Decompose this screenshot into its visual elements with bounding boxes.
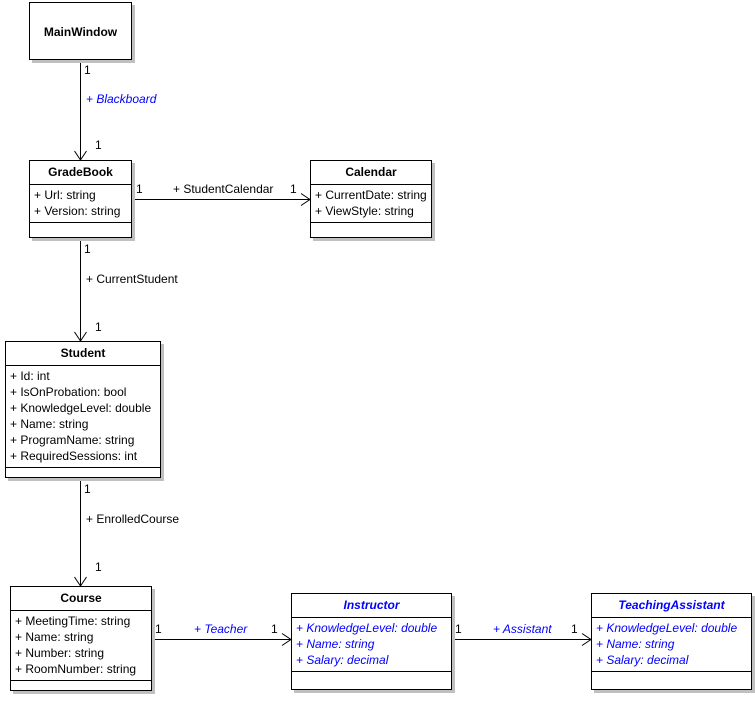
association-label-assistant: + Assistant — [493, 622, 552, 636]
class-name-calendar: Calendar — [311, 161, 431, 185]
class-box-mainwindow[interactable]: MainWindow — [29, 2, 132, 60]
attribute-row: + ProgramName: string — [10, 433, 135, 447]
multiplicity-target-gradebook-calendar: 1 — [290, 182, 297, 196]
multiplicity-source-gradebook-student: 1 — [84, 242, 91, 256]
class-box-teachingassistant[interactable]: TeachingAssistant + KnowledgeLevel: doub… — [591, 593, 752, 690]
attribute-row: + Name: string — [10, 417, 89, 431]
attribute-row: + RoomNumber: string — [15, 662, 137, 676]
multiplicity-target-mainwindow-gradebook: 1 — [95, 138, 102, 152]
class-name-course: Course — [11, 587, 151, 611]
multiplicity-target-gradebook-student: 1 — [95, 320, 102, 334]
attribute-row: + Salary: decimal — [596, 653, 689, 667]
class-attributes-calendar: + CurrentDate: string + ViewStyle: strin… — [311, 185, 431, 223]
class-operations-teachingassistant — [592, 672, 751, 694]
attribute-row: + Number: string — [15, 646, 105, 660]
class-box-gradebook[interactable]: GradeBook + Url: string + Version: strin… — [29, 160, 132, 238]
multiplicity-source-student-course: 1 — [84, 482, 91, 496]
class-box-course[interactable]: Course + MeetingTime: string + Name: str… — [10, 586, 152, 691]
class-box-calendar[interactable]: Calendar + CurrentDate: string + ViewSty… — [310, 160, 432, 238]
class-attributes-teachingassistant: + KnowledgeLevel: double + Name: string … — [592, 618, 751, 672]
multiplicity-source-gradebook-calendar: 1 — [136, 182, 143, 196]
class-operations-course — [11, 681, 151, 703]
attribute-row: + Name: string — [596, 637, 675, 651]
multiplicity-target-course-instructor: 1 — [271, 622, 278, 636]
attribute-row: + KnowledgeLevel: double — [596, 621, 738, 635]
attribute-row: + MeetingTime: string — [15, 614, 131, 628]
class-operations-calendar — [311, 223, 431, 245]
class-name-student: Student — [6, 342, 160, 366]
attribute-row: + Version: string — [34, 204, 121, 218]
class-box-instructor[interactable]: Instructor + KnowledgeLevel: double + Na… — [291, 593, 452, 690]
attribute-row: + Url: string — [34, 188, 96, 202]
attribute-row: + KnowledgeLevel: double — [10, 401, 152, 415]
attribute-row: + Id: int — [10, 369, 50, 383]
multiplicity-source-mainwindow-gradebook: 1 — [84, 63, 91, 77]
multiplicity-target-instructor-teachingassistant: 1 — [571, 622, 578, 636]
multiplicity-source-instructor-teachingassistant: 1 — [455, 622, 462, 636]
attribute-row: + IsOnProbation: bool — [10, 385, 127, 399]
association-label-enrolledcourse: + EnrolledCourse — [86, 512, 180, 526]
association-label-blackboard: + Blackboard — [86, 92, 157, 106]
class-operations-instructor — [292, 672, 451, 694]
class-name-mainwindow: MainWindow — [43, 25, 118, 39]
attribute-row: + CurrentDate: string — [315, 188, 427, 202]
association-label-studentcalendar: + StudentCalendar — [173, 182, 274, 196]
class-box-student[interactable]: Student + Id: int + IsOnProbation: bool … — [5, 341, 161, 478]
class-name-teachingassistant: TeachingAssistant — [592, 594, 751, 618]
attribute-row: + KnowledgeLevel: double — [296, 621, 438, 635]
attribute-row: + RequiredSessions: int — [10, 449, 138, 463]
class-name-gradebook: GradeBook — [30, 161, 131, 185]
multiplicity-source-course-instructor: 1 — [155, 622, 162, 636]
multiplicity-target-student-course: 1 — [95, 560, 102, 574]
association-label-currentstudent: + CurrentStudent — [86, 272, 178, 286]
attribute-row: + Salary: decimal — [296, 653, 389, 667]
class-attributes-course: + MeetingTime: string + Name: string + N… — [11, 611, 151, 681]
class-operations-student — [6, 468, 160, 490]
class-attributes-instructor: + KnowledgeLevel: double + Name: string … — [292, 618, 451, 672]
class-attributes-gradebook: + Url: string + Version: string — [30, 185, 131, 223]
class-attributes-student: + Id: int + IsOnProbation: bool + Knowle… — [6, 366, 160, 468]
attribute-row: + Name: string — [296, 637, 375, 651]
class-operations-gradebook — [30, 223, 131, 245]
association-label-teacher: + Teacher — [194, 622, 248, 636]
attribute-row: + ViewStyle: string — [315, 204, 414, 218]
class-name-instructor: Instructor — [292, 594, 451, 618]
attribute-row: + Name: string — [15, 630, 94, 644]
